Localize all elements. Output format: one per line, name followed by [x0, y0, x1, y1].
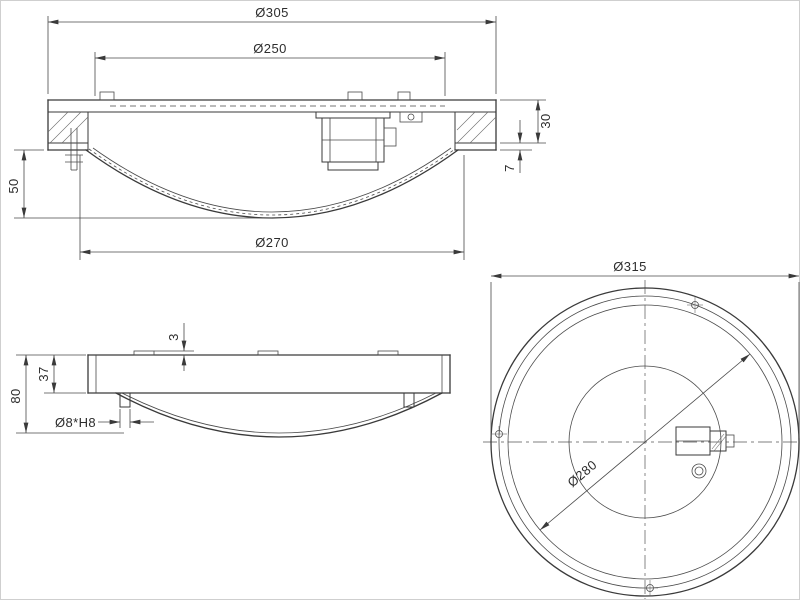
section-view: Ø305 Ø250 50 30 7	[6, 5, 553, 260]
screw-holes	[491, 297, 703, 596]
locating-pins	[119, 392, 415, 408]
dim-80: 80	[8, 354, 124, 434]
dim-80-label: 80	[8, 388, 23, 403]
dim-315: Ø315	[490, 259, 800, 438]
dim-315-label: Ø315	[613, 259, 646, 274]
dim-250: Ø250	[94, 41, 446, 96]
dim-37: 37	[36, 355, 86, 394]
dim-305-label: Ø305	[255, 5, 288, 20]
mounting-clips	[99, 91, 423, 123]
lamp-socket	[315, 111, 397, 171]
dim-305: Ø305	[47, 5, 497, 94]
centerlines	[483, 280, 800, 599]
dim-pin: Ø8*H8	[55, 409, 154, 430]
dim-30: 30	[500, 99, 553, 144]
side-view: 3 37 80 Ø8*H8	[8, 323, 451, 438]
dim-7: 7	[500, 120, 532, 173]
dim-37-label: 37	[36, 366, 51, 381]
plan-view: Ø315 Ø280	[483, 259, 800, 599]
dim-250-label: Ø250	[253, 41, 286, 56]
mounting-ring-outline	[47, 99, 497, 151]
glass-dome-section	[85, 147, 459, 219]
glass-dome-side	[115, 392, 443, 438]
rim-hatching	[47, 111, 497, 144]
dim-3: 3	[154, 323, 194, 371]
dim-270: Ø270	[79, 155, 465, 260]
dim-3-label: 3	[166, 333, 181, 341]
socket-plan	[675, 426, 735, 479]
dim-270-label: Ø270	[255, 235, 288, 250]
dim-50-label: 50	[6, 178, 21, 193]
dim-7-label: 7	[502, 164, 517, 172]
dim-pin-label: Ø8*H8	[55, 415, 96, 430]
dim-30-label: 30	[538, 113, 553, 128]
dim-50: 50	[6, 149, 272, 219]
lamp-body-outline	[87, 350, 451, 394]
